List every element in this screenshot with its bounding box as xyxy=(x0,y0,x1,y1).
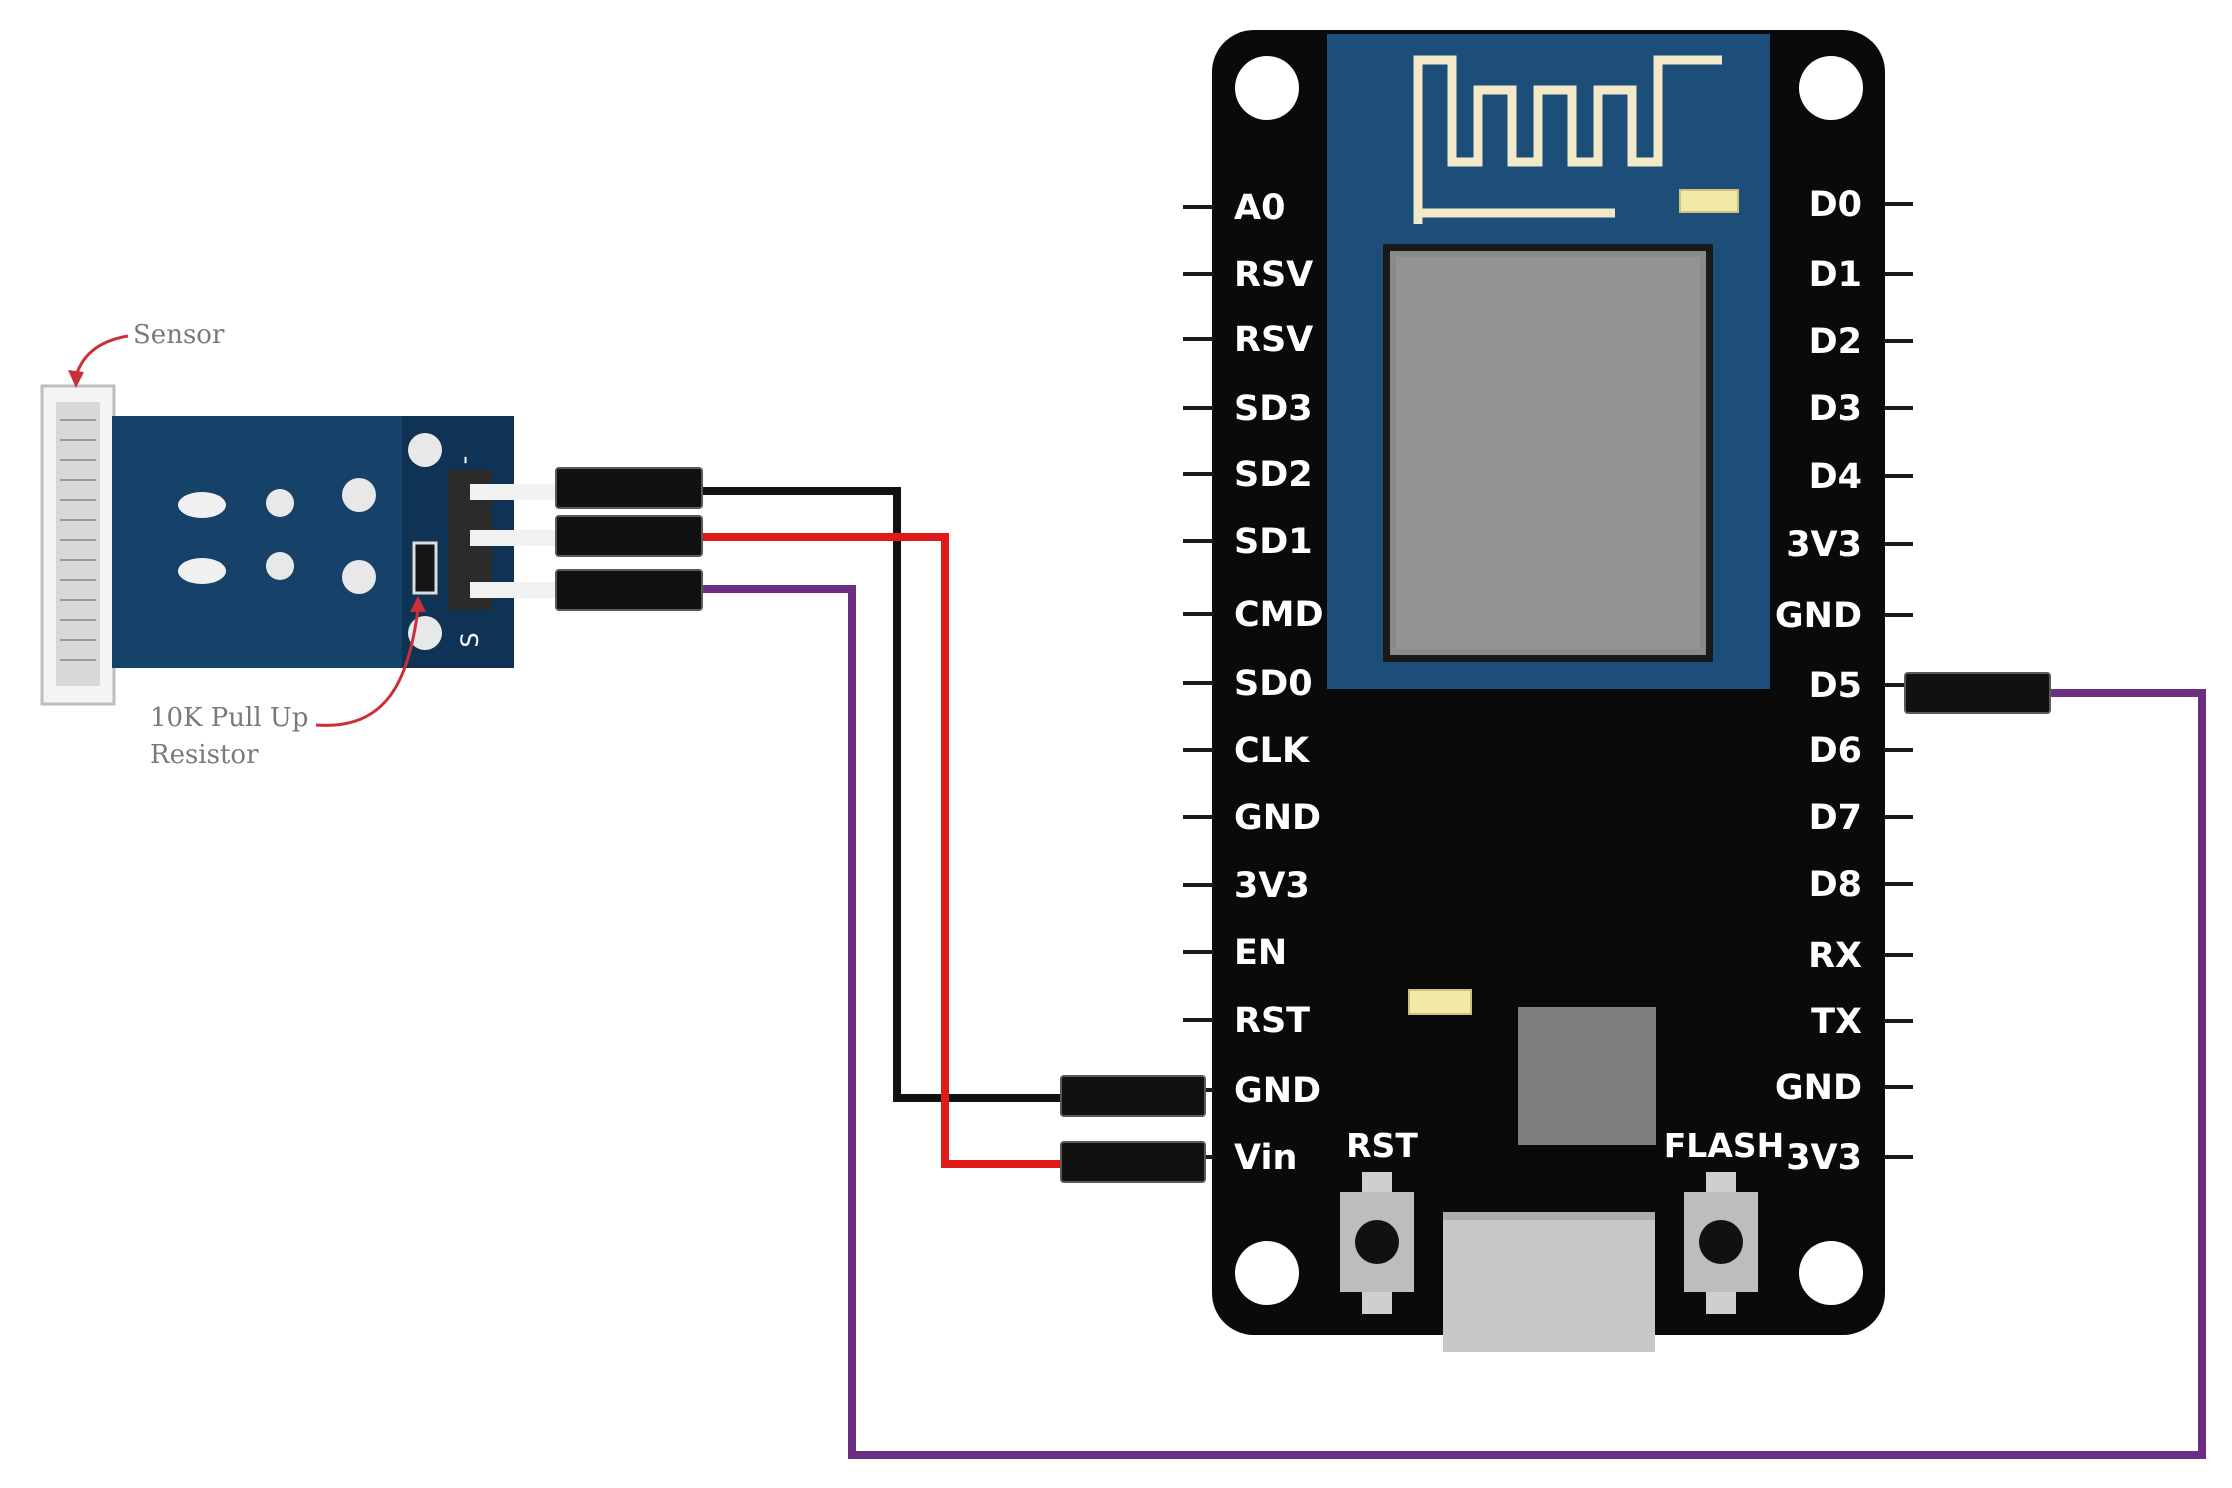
flash-button-label: FLASH xyxy=(1664,1126,1785,1165)
sensor-arrow xyxy=(74,334,129,377)
left-pin-label: SD2 xyxy=(1234,455,1313,495)
jumper-connector xyxy=(555,467,703,509)
left-pin-label: EN xyxy=(1234,933,1287,973)
resistor-label-line1: 10K Pull Up xyxy=(150,703,308,733)
right-pin-label: D2 xyxy=(1809,322,1862,362)
left-pin-label: SD1 xyxy=(1234,522,1313,562)
via-hole xyxy=(342,560,376,594)
left-pin-label: RSV xyxy=(1234,320,1313,360)
usb-connector xyxy=(1443,1212,1655,1352)
right-pin-label: D1 xyxy=(1809,255,1862,295)
right-pin-label: D6 xyxy=(1809,731,1862,771)
board-mount-hole xyxy=(1235,1241,1299,1305)
pad xyxy=(178,492,226,518)
left-pin-label: 3V3 xyxy=(1234,866,1310,906)
mount-hole xyxy=(408,433,442,467)
left-pin-label: A0 xyxy=(1234,188,1285,228)
left-pin-label: CLK xyxy=(1234,731,1311,771)
sensor-grid xyxy=(60,419,96,661)
jumper-connector-vin xyxy=(1060,1141,1206,1183)
resistor-label-line2: Resistor xyxy=(150,740,259,770)
pin-mark-minus: - xyxy=(450,456,478,465)
right-pin-label: D3 xyxy=(1809,389,1862,429)
right-pin-label: D0 xyxy=(1809,185,1862,225)
left-pin-lines xyxy=(1183,205,1214,1159)
left-pin-label: SD0 xyxy=(1234,664,1313,704)
flash-button[interactable] xyxy=(1684,1172,1758,1314)
power-wire xyxy=(700,533,1065,1168)
left-pin-label: Vin xyxy=(1234,1138,1297,1178)
pad xyxy=(178,558,226,584)
right-pin-label: D5 xyxy=(1809,666,1862,706)
pull-up-resistor xyxy=(412,541,438,595)
sensor-module: - S Sensor 10K Pull Up Resistor xyxy=(40,320,703,770)
right-pin-label: 3V3 xyxy=(1786,1138,1862,1178)
right-pin-label: GND xyxy=(1775,1068,1862,1108)
left-pin-label: RST xyxy=(1234,1001,1310,1041)
resistor-arrow xyxy=(315,609,420,727)
jumper-connector xyxy=(555,515,703,557)
right-pin-lines xyxy=(1884,202,1913,1159)
sensor-arrow-head xyxy=(68,370,84,388)
left-pin-label: RSV xyxy=(1234,255,1313,295)
power-led xyxy=(1408,989,1472,1015)
usb-serial-chip xyxy=(1518,1007,1656,1145)
rst-button-label: RST xyxy=(1346,1126,1418,1165)
right-pin-label: D8 xyxy=(1809,865,1862,905)
board-mount-hole xyxy=(1799,1241,1863,1305)
ground-wire xyxy=(700,487,1065,1102)
pin-mark-signal: S xyxy=(456,632,484,647)
left-pin-label: GND xyxy=(1234,1071,1321,1111)
signal-wire xyxy=(700,585,2206,1459)
right-pin-label: RX xyxy=(1808,936,1862,976)
via-hole xyxy=(342,478,376,512)
jumper-connector xyxy=(555,569,703,611)
right-pin-label: D4 xyxy=(1809,457,1862,497)
sensor-label: Sensor xyxy=(133,320,225,350)
wires xyxy=(700,487,2206,1459)
antenna-trace xyxy=(1413,55,1722,224)
resistor-arrow-head xyxy=(410,596,426,612)
left-pin-label: CMD xyxy=(1234,595,1324,635)
status-led xyxy=(1679,189,1739,213)
rst-button[interactable] xyxy=(1340,1172,1414,1314)
board-mount-hole xyxy=(1235,56,1299,120)
left-pin-label: GND xyxy=(1234,798,1321,838)
jumper-connector-d5 xyxy=(1904,672,2051,714)
board-mount-hole xyxy=(1799,56,1863,120)
via-hole xyxy=(266,552,294,580)
right-pin-label: TX xyxy=(1811,1002,1862,1042)
right-pin-label: D7 xyxy=(1809,798,1862,838)
via-hole xyxy=(266,489,294,517)
right-pin-label: 3V3 xyxy=(1786,525,1862,565)
left-pin-label: SD3 xyxy=(1234,389,1313,429)
right-pin-label: GND xyxy=(1775,596,1862,636)
jumper-connector-gnd xyxy=(1060,1075,1206,1117)
